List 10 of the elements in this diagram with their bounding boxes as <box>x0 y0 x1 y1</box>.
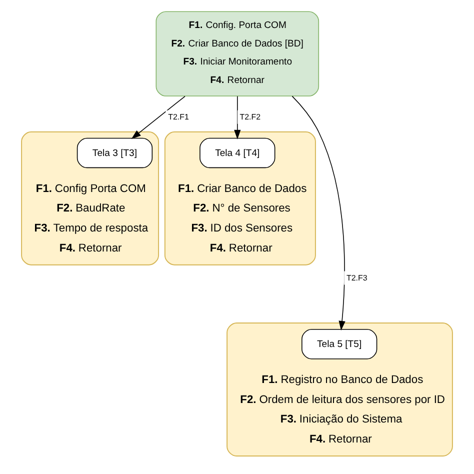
arrow <box>292 96 346 331</box>
node-box: F1. Config. Porta COM F2. Criar Banco de Dados [BD] F3. Iniciar Monitoramento F4. Retornar <box>156 11 320 96</box>
edge-label: T2.F3 <box>346 273 368 282</box>
edge-label: T2.F1 <box>168 112 189 122</box>
node-box: Tela 4 [T4] <box>200 138 276 168</box>
edge-label: T2.F2 <box>240 112 261 122</box>
arrow <box>234 96 241 140</box>
node-box: Tela 5 [T5] <box>302 329 378 360</box>
arrow <box>131 96 186 139</box>
node-box: Tela 3 [T3] <box>76 138 153 168</box>
